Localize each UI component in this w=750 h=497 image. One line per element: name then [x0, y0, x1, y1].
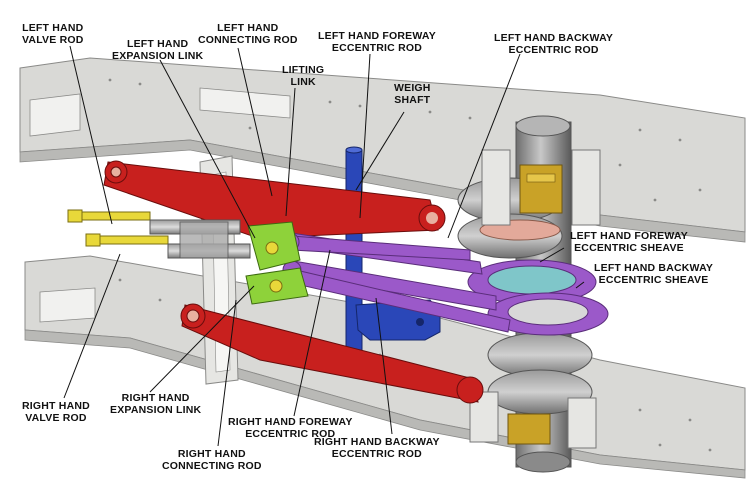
label-left-hand-backway-eccentric-sheave: LEFT HAND BACKWAY ECCENTRIC SHEAVE: [594, 262, 714, 286]
label-weigh-shaft: WEIGH SHAFT: [394, 82, 431, 106]
label-right-hand-expansion-link: RIGHT HAND EXPANSION LINK: [110, 392, 202, 416]
label-left-hand-backway-eccentric-rod: LEFT HAND BACKWAY ECCENTRIC ROD: [494, 32, 614, 56]
expansion-links: [245, 221, 309, 305]
right-hand-connecting-rod: [180, 303, 484, 404]
label-left-hand-foreway-eccentric-rod: LEFT HAND FOREWAY ECCENTRIC ROD: [318, 30, 436, 54]
leader-lines: [63, 45, 585, 447]
label-right-hand-backway-eccentric-rod: RIGHT HAND BACKWAY ECCENTRIC ROD: [314, 436, 440, 460]
label-left-hand-valve-rod: LEFT HAND VALVE ROD: [22, 22, 84, 46]
axle-box-upper: [481, 149, 601, 226]
label-right-hand-valve-rod: RIGHT HAND VALVE ROD: [22, 400, 90, 424]
label-right-hand-foreway-eccentric-rod: RIGHT HAND FOREWAY ECCENTRIC ROD: [228, 416, 353, 440]
left-hand-connecting-rod: [103, 160, 446, 239]
label-lifting-link: LIFTING LINK: [282, 64, 325, 88]
label-right-hand-connecting-rod: RIGHT HAND CONNECTING ROD: [162, 448, 262, 472]
label-left-hand-expansion-link: LEFT HAND EXPANSION LINK: [112, 38, 204, 62]
label-left-hand-connecting-rod: LEFT HAND CONNECTING ROD: [198, 22, 298, 46]
label-left-hand-foreway-eccentric-sheave: LEFT HAND FOREWAY ECCENTRIC SHEAVE: [570, 230, 688, 254]
axle-box-lower: [469, 391, 597, 449]
